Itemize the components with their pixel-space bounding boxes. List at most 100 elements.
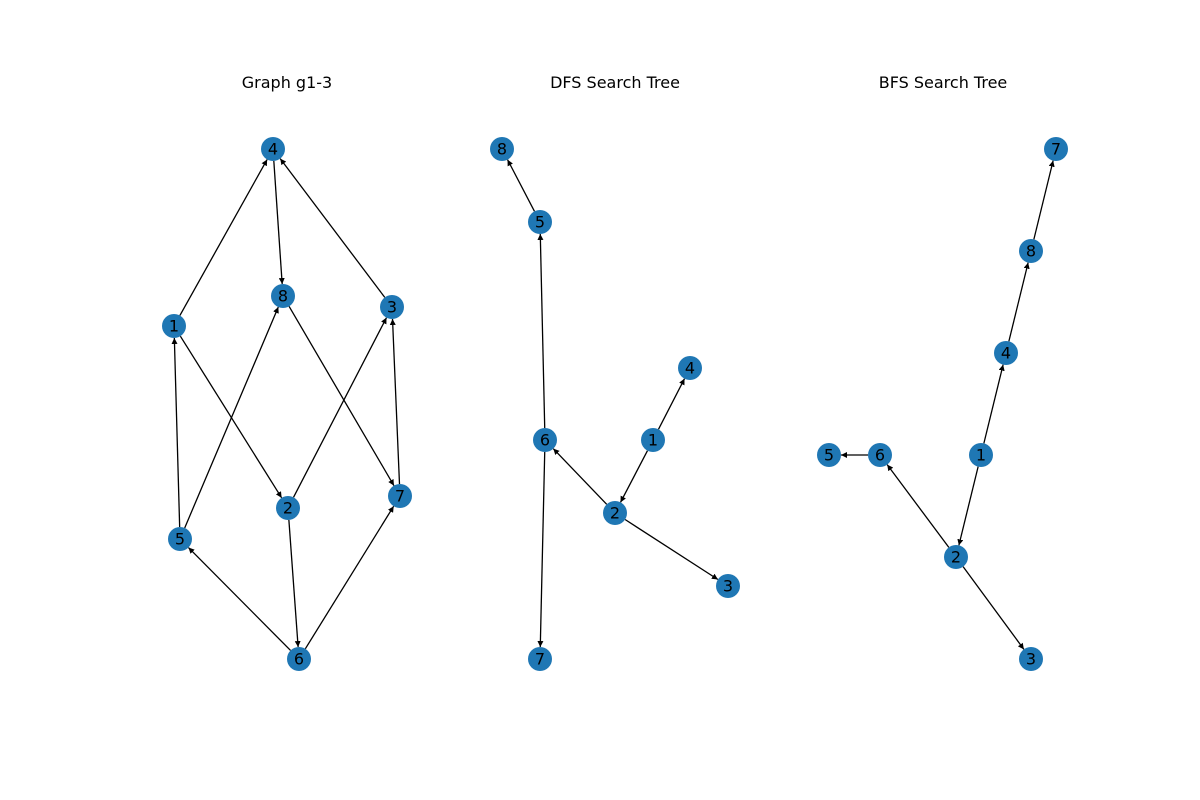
dfs-edge-6-to-5 [537,233,546,429]
graph-edge-1-to-2 [179,335,283,499]
graph-node-8: 8 [271,284,295,308]
graph-node-8-label: 8 [278,287,288,306]
graph-node-1-label: 1 [169,317,179,336]
dfs-edge-1-to-2 [619,450,649,503]
graph-node-2: 2 [276,496,300,520]
graph-node-6: 6 [287,647,311,671]
graph-node-4: 4 [261,137,285,161]
dfs-node-1-label: 1 [648,431,658,450]
bfs-node-4: 4 [994,341,1018,365]
graph-node-4-label: 4 [268,140,278,159]
graph-edge-5-to-1 [171,337,181,528]
bfs-node-3-label: 3 [1026,650,1036,669]
graph-node-1-circle [162,314,186,338]
bfs-node-6-label: 6 [875,446,885,465]
graph-node-1: 1 [162,314,186,338]
graph-edge-2-to-3 [292,317,388,498]
bfs-edge-2-to-6 [886,464,950,548]
bfs-panel-title: BFS Search Tree [879,73,1008,92]
dfs-node-4-circle [678,356,702,380]
graph-edge-2-to-6 [288,519,301,648]
graph-edge-6-to-5 [187,547,292,651]
bfs-node-5: 5 [817,443,841,467]
bfs-node-4-circle [994,341,1018,365]
dfs-node-3-label: 3 [723,577,733,596]
dfs-node-3: 3 [716,574,740,598]
graph-node-2-circle [276,496,300,520]
dfs-node-5-circle [528,210,552,234]
graph-node-3: 3 [380,295,404,319]
dfs-edge-1-to-4 [657,378,686,430]
graph-panel-title: Graph g1-3 [242,73,332,92]
graph-edge-8-to-7 [288,306,395,486]
graph-edge-6-to-7 [304,505,395,650]
bfs-node-8: 8 [1019,239,1043,263]
bfs-edge-1-to-2 [957,466,979,546]
graph-node-3-label: 3 [387,298,397,317]
bfs-edge-4-to-8 [1008,262,1030,342]
bfs-node-1-label: 1 [976,446,986,465]
dfs-node-6: 6 [533,428,557,452]
dfs-node-8: 8 [490,137,514,161]
dfs-node-4: 4 [678,356,702,380]
dfs-node-2-label: 2 [610,504,620,523]
dfs-node-1-circle [641,428,665,452]
dfs-edge-6-to-7 [537,451,546,648]
bfs-node-6: 6 [868,443,892,467]
graph-node-6-label: 6 [294,650,304,669]
dfs-edge-2-to-3 [624,518,719,581]
dfs-node-7-label: 7 [535,650,545,669]
bfs-edges [841,160,1055,650]
dfs-panel-title: DFS Search Tree [550,73,680,92]
bfs-node-4-label: 4 [1001,344,1011,363]
graph-edge-3-to-4 [279,158,386,298]
bfs-node-5-label: 5 [824,446,834,465]
bfs-edge-8-to-7 [1033,160,1055,240]
graph-node-4-circle [261,137,285,161]
dfs-node-5: 5 [528,210,552,234]
graph-node-5-circle [168,527,192,551]
graph-node-5-label: 5 [175,530,185,549]
graph-node-7-circle [388,484,412,508]
bfs-node-8-circle [1019,239,1043,263]
graph-panel: Graph g1-3 1 2 3 4 5 6 7 8 [162,73,412,671]
bfs-node-1-circle [969,443,993,467]
bfs-node-3-circle [1019,647,1043,671]
dfs-node-5-label: 5 [535,213,545,232]
graph-node-6-circle [287,647,311,671]
bfs-node-2-label: 2 [951,548,961,567]
bfs-edge-2-to-3 [962,566,1025,650]
graph-node-7: 7 [388,484,412,508]
dfs-node-1: 1 [641,428,665,452]
dfs-node-3-circle [716,574,740,598]
graph-edges [171,158,401,651]
dfs-node-4-label: 4 [685,359,695,378]
bfs-node-2-circle [944,545,968,569]
bfs-node-7-circle [1044,137,1068,161]
bfs-edge-1-to-4 [983,364,1005,444]
graph-node-7-label: 7 [395,487,405,506]
dfs-edge-5-to-8 [506,159,536,212]
bfs-node-5-circle [817,443,841,467]
graph-edge-4-to-8 [273,160,285,285]
dfs-edges [506,159,719,648]
dfs-node-8-circle [490,137,514,161]
graph-node-2-label: 2 [283,499,293,518]
dfs-node-6-circle [533,428,557,452]
graph-nodes: 1 2 3 4 5 6 7 8 [162,137,412,671]
dfs-panel: DFS Search Tree 8 5 6 7 1 4 2 3 [490,73,740,671]
dfs-node-2: 2 [603,501,627,525]
graph-node-8-circle [271,284,295,308]
graph-edge-1-to-4 [179,159,268,316]
graph-node-3-circle [380,295,404,319]
dfs-nodes: 8 5 6 7 1 4 2 3 [490,137,740,671]
graph-node-5: 5 [168,527,192,551]
graph-edge-5-to-8 [184,306,279,529]
dfs-edge-2-to-6 [552,448,608,505]
dfs-node-7: 7 [528,647,552,671]
dfs-node-2-circle [603,501,627,525]
bfs-node-6-circle [868,443,892,467]
